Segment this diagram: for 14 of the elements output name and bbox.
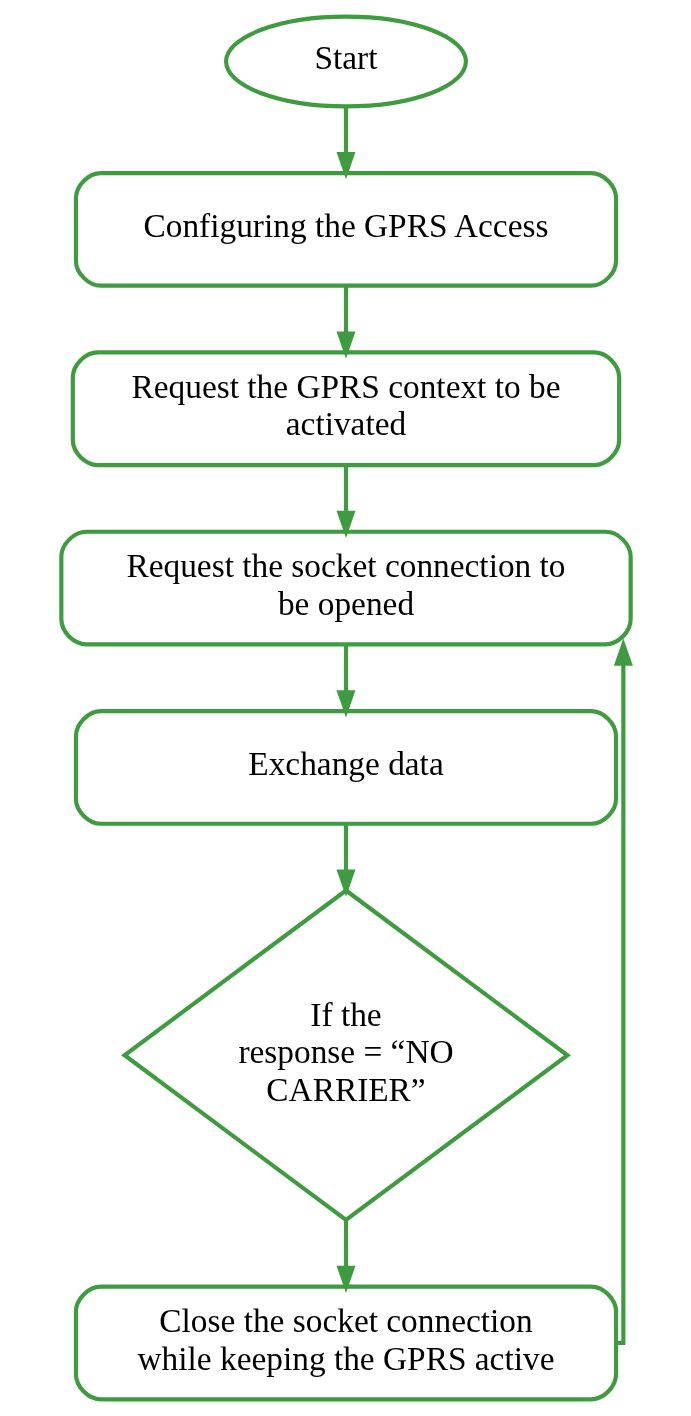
arrow [613,638,633,1346]
node-ellipse: Start [223,14,468,109]
arrow [336,286,355,359]
arrow [336,824,355,897]
node-box: Close the socket connection while keeping the GPRS active [73,1284,618,1402]
arrow [336,465,355,539]
arrow [336,644,355,718]
node-box: Exchange data [73,709,618,826]
arrow [336,106,355,180]
arrow [336,1220,355,1293]
node-box: Configuring the GPRS Access [73,171,618,288]
node-diamond: If the response = “NO CARRIER” [120,887,571,1223]
node-box: Request the GPRS context to be activated [70,350,621,468]
node-box: Request the socket connection to be opened [58,529,633,647]
